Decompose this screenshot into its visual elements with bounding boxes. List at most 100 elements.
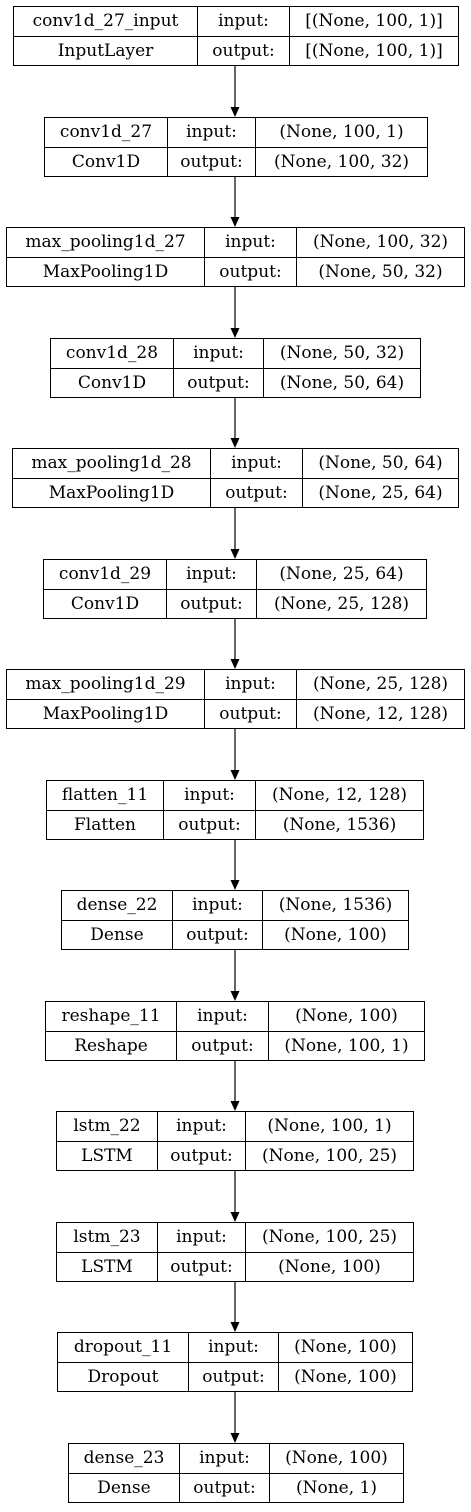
input-label: input: [186, 564, 237, 585]
input-label: input: [186, 122, 237, 143]
layer-name: conv1d_27_input [32, 11, 179, 32]
output-shape: (None, 1) [270, 1472, 403, 1503]
input-shape: (None, 100, 32) [312, 232, 449, 253]
arrowhead-icon [230, 438, 240, 448]
arrowhead-icon [230, 1101, 240, 1111]
layer-name: dropout_11 [73, 1337, 173, 1358]
output-label: output: [180, 1472, 269, 1503]
output-label: output: [167, 588, 256, 619]
layer-name: conv1d_27 [59, 122, 153, 143]
output-label: output: [205, 256, 296, 287]
layer-type: MaxPooling1D [7, 698, 204, 729]
input-shape: (None, 50, 32) [279, 343, 405, 364]
layer-type: LSTM [57, 1140, 157, 1171]
layer-name: lstm_22 [73, 1116, 141, 1137]
output-shape: (None, 25, 64) [303, 477, 458, 508]
output-shape: [(None, 100, 1)] [290, 35, 458, 66]
layer-name: reshape_11 [61, 1006, 161, 1027]
input-label: input: [176, 1116, 227, 1137]
input-label: input: [225, 674, 276, 695]
input-shape: (None, 50, 64) [318, 453, 443, 474]
input-label: input: [176, 1227, 227, 1248]
layer-type: Dense [62, 919, 172, 950]
output-shape: (None, 100, 25) [246, 1140, 413, 1171]
arrowhead-icon [230, 549, 240, 559]
layer-type: MaxPooling1D [13, 477, 210, 508]
output-label: output: [168, 146, 255, 177]
output-shape: (None, 100) [279, 1361, 412, 1392]
input-shape: [(None, 100, 1)] [305, 11, 443, 32]
input-label: input: [218, 11, 269, 32]
output-label: output: [211, 477, 302, 508]
output-label: output: [177, 1030, 268, 1061]
output-label: output: [174, 367, 263, 398]
input-shape: (None, 100, 25) [261, 1227, 398, 1248]
layer-name: flatten_11 [61, 785, 149, 806]
input-label: input: [231, 453, 282, 474]
arrowhead-icon [230, 880, 240, 890]
arrowhead-icon [230, 1433, 240, 1443]
input-shape: (None, 100, 1) [267, 1116, 392, 1137]
layer-name: dense_22 [76, 895, 158, 916]
input-shape: (None, 100) [295, 1006, 398, 1027]
output-label: output: [198, 35, 289, 66]
output-shape: (None, 50, 32) [297, 256, 464, 287]
input-label: input: [208, 1337, 259, 1358]
layer-type: Dropout [58, 1361, 188, 1392]
output-label: output: [205, 698, 296, 729]
layer-name: conv1d_29 [58, 564, 152, 585]
input-shape: (None, 100, 1) [279, 122, 404, 143]
layer-name: conv1d_28 [65, 343, 159, 364]
layer-name: dense_23 [83, 1448, 165, 1469]
layer-type: LSTM [57, 1251, 157, 1282]
layer-name: max_pooling1d_29 [25, 674, 186, 695]
input-label: input: [184, 785, 235, 806]
output-shape: (None, 100) [263, 919, 408, 950]
arrowhead-icon [230, 107, 240, 117]
layer-type: Flatten [47, 809, 163, 840]
layer-type: Conv1D [51, 367, 173, 398]
input-shape: (None, 100) [294, 1337, 397, 1358]
input-shape: (None, 12, 128) [271, 785, 408, 806]
input-label: input: [199, 1448, 250, 1469]
output-label: output: [164, 809, 255, 840]
layer-type: MaxPooling1D [7, 256, 204, 287]
layer-name: lstm_23 [73, 1227, 141, 1248]
output-label: output: [158, 1140, 245, 1171]
arrowhead-icon [230, 1322, 240, 1332]
layer-type: InputLayer [14, 35, 197, 66]
input-label: input: [225, 232, 276, 253]
output-label: output: [173, 919, 262, 950]
layer-name: max_pooling1d_28 [31, 453, 192, 474]
input-shape: (None, 25, 64) [279, 564, 404, 585]
layer-type: Reshape [46, 1030, 176, 1061]
output-label: output: [158, 1251, 245, 1282]
output-shape: (None, 1536) [256, 809, 423, 840]
arrowhead-icon [230, 659, 240, 669]
output-shape: (None, 100) [246, 1251, 413, 1282]
input-label: input: [192, 895, 243, 916]
arrowhead-icon [230, 770, 240, 780]
layer-type: Conv1D [44, 588, 166, 619]
output-shape: (None, 100, 1) [269, 1030, 424, 1061]
arrowhead-icon [230, 328, 240, 338]
input-shape: (None, 1536) [278, 895, 393, 916]
output-shape: (None, 12, 128) [297, 698, 464, 729]
output-shape: (None, 100, 32) [256, 146, 427, 177]
output-label: output: [189, 1361, 278, 1392]
